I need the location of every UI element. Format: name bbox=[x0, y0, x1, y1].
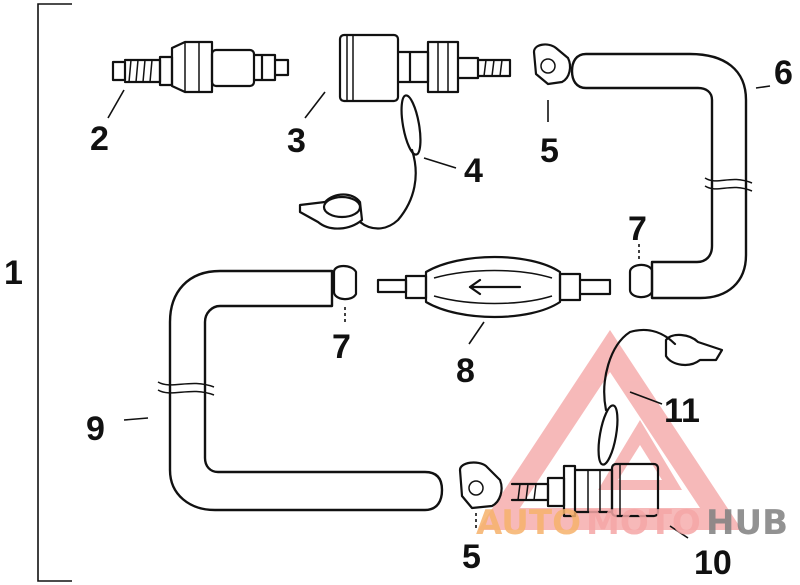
hose-part-6 bbox=[570, 52, 753, 300]
callout-6: 6 bbox=[774, 54, 793, 92]
watermark-part-hub: HUB bbox=[706, 503, 788, 543]
watermark-text: AUTO MOTO HUB bbox=[476, 503, 788, 543]
dust-cap-strap-part-11 bbox=[597, 328, 724, 466]
callout-1: 1 bbox=[4, 254, 23, 292]
callout-7-left: 7 bbox=[332, 328, 351, 366]
elbow-fitting-part-5-bottom bbox=[458, 461, 503, 510]
watermark-part-auto: AUTO bbox=[476, 503, 581, 543]
callout-8: 8 bbox=[456, 352, 475, 390]
male-connector-part-2 bbox=[111, 40, 290, 94]
watermark-triangle-logo bbox=[478, 330, 742, 530]
callout-2: 2 bbox=[90, 120, 109, 158]
hose-clamp-part-7-right bbox=[628, 263, 654, 299]
callout-leader-lines bbox=[107, 85, 771, 539]
dust-cap-strap-part-4 bbox=[298, 94, 422, 230]
callout-4: 4 bbox=[464, 152, 483, 190]
assembly-bracket bbox=[37, 3, 72, 582]
tank-connector-part-10 bbox=[510, 462, 660, 518]
callout-9: 9 bbox=[86, 410, 105, 448]
callout-5-top: 5 bbox=[540, 132, 559, 170]
hose-part-9 bbox=[157, 269, 444, 512]
primer-bulb-part-8 bbox=[376, 255, 612, 319]
callout-labels: 1 2 3 4 5 6 7 7 8 9 5 10 11 bbox=[4, 54, 793, 582]
callout-7-right: 7 bbox=[628, 210, 647, 248]
elbow-fitting-part-5-top bbox=[532, 43, 572, 86]
callout-11: 11 bbox=[664, 392, 700, 430]
female-connector-part-3 bbox=[338, 33, 512, 103]
hose-clamp-part-7-left bbox=[332, 264, 358, 301]
watermark-part-moto: MOTO bbox=[586, 503, 701, 543]
callout-3: 3 bbox=[287, 122, 306, 160]
callout-5-bottom: 5 bbox=[462, 538, 481, 576]
callout-10: 10 bbox=[694, 544, 732, 582]
